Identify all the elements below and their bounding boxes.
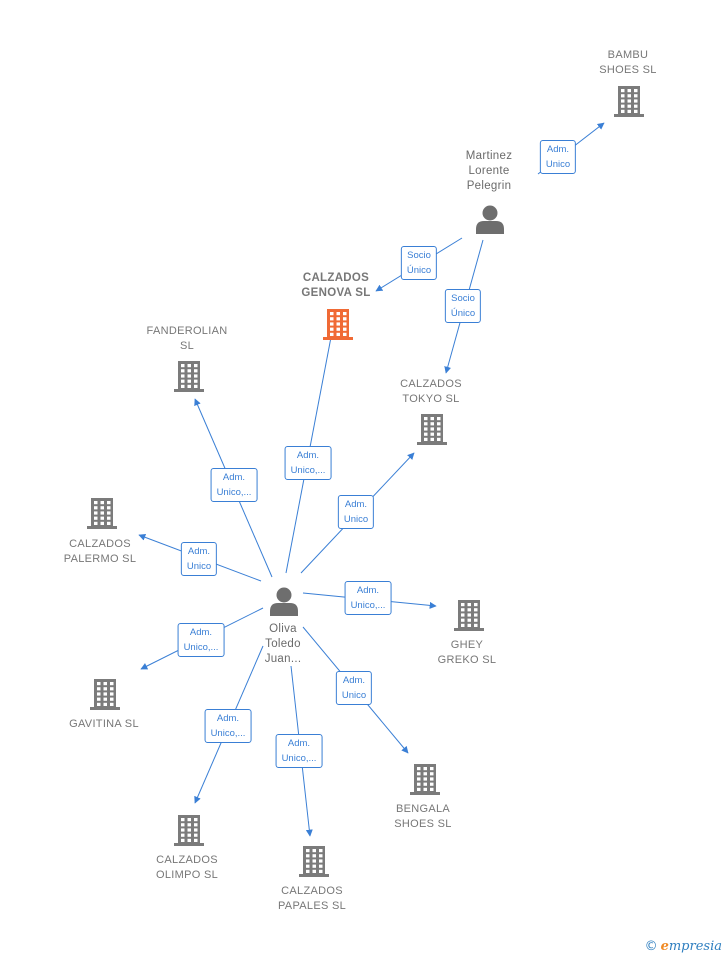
edge-label-martinez-tokyo[interactable]: Socio Único — [444, 289, 482, 323]
oliva-person-icon[interactable] — [270, 587, 298, 617]
node-label-papales[interactable]: CALZADOS PAPALES SL — [277, 885, 347, 912]
gavitina-building-icon[interactable] — [90, 679, 120, 710]
edge-label-oliva-olimpo[interactable]: Adm. Unico,... — [204, 709, 252, 743]
martinez-person-icon[interactable] — [476, 205, 504, 235]
node-label-oliva[interactable]: Oliva Toledo Juan... — [264, 623, 302, 665]
copyright-symbol: © — [644, 939, 658, 954]
fanderolian-building-icon[interactable] — [174, 361, 204, 392]
edge-label-oliva-palermo[interactable]: Adm. Unico — [180, 542, 218, 576]
edge-label-oliva-tokyo[interactable]: Adm. Unico — [337, 495, 375, 529]
brand-name: mpresia — [668, 939, 722, 954]
node-label-bambu[interactable]: BAMBU SHOES SL — [599, 49, 657, 76]
edge-label-oliva-papales[interactable]: Adm. Unico,... — [275, 734, 323, 768]
papales-building-icon[interactable] — [299, 846, 329, 877]
node-label-martinez[interactable]: Martinez Lorente Pelegrin — [465, 150, 513, 192]
edge-label-martinez-bambu[interactable]: Adm. Unico — [539, 140, 577, 174]
bengala-building-icon[interactable] — [410, 764, 440, 795]
edge-label-oliva-bengala[interactable]: Adm. Unico — [335, 671, 373, 705]
node-label-gavitina[interactable]: GAVITINA SL — [69, 718, 139, 730]
edge-label-oliva-ghey[interactable]: Adm. Unico,... — [344, 581, 392, 615]
node-label-palermo[interactable]: CALZADOS PALERMO SL — [63, 538, 137, 565]
genova-building-icon[interactable] — [323, 309, 353, 340]
node-label-olimpo[interactable]: CALZADOS OLIMPO SL — [156, 854, 218, 881]
edge-label-oliva-gavitina[interactable]: Adm. Unico,... — [177, 623, 225, 657]
edge-label-oliva-fanderolian[interactable]: Adm. Unico,... — [210, 468, 258, 502]
node-label-fanderolian[interactable]: FANDEROLIAN SL — [146, 325, 228, 352]
edge-label-martinez-genova[interactable]: Socio Único — [400, 246, 438, 280]
brand-initial: e — [660, 939, 669, 954]
ghey-building-icon[interactable] — [454, 600, 484, 631]
node-label-genova[interactable]: CALZADOS GENOVA SL — [301, 272, 371, 299]
node-label-tokyo[interactable]: CALZADOS TOKYO SL — [400, 378, 462, 405]
palermo-building-icon[interactable] — [87, 498, 117, 529]
edge-label-oliva-genova[interactable]: Adm. Unico,... — [284, 446, 332, 480]
bambu-building-icon[interactable] — [614, 86, 644, 117]
node-label-ghey[interactable]: GHEY GREKO SL — [437, 639, 497, 666]
empresia-watermark: ©empresia — [645, 939, 722, 954]
node-label-bengala[interactable]: BENGALA SHOES SL — [394, 803, 452, 830]
tokyo-building-icon[interactable] — [417, 414, 447, 445]
olimpo-building-icon[interactable] — [174, 815, 204, 846]
